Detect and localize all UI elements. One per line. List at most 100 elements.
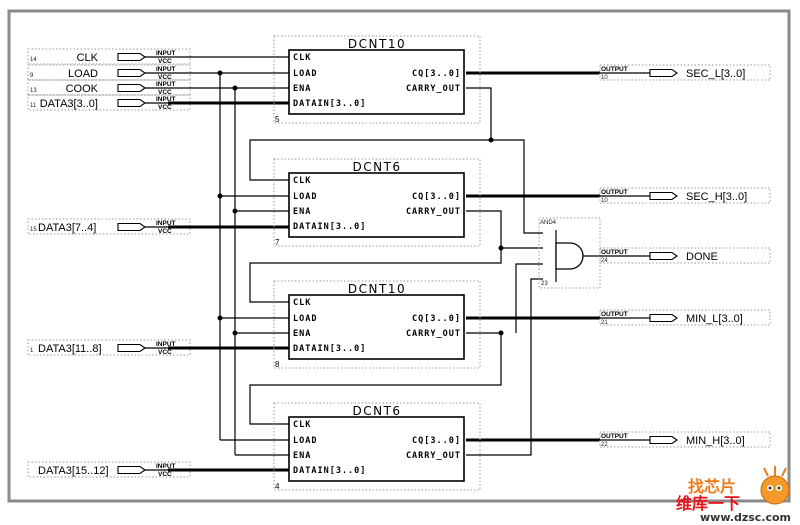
port-out-carryout: CARRY_OUT (406, 207, 461, 217)
port-in-ena: ENA (293, 207, 311, 217)
port-out-cq: CQ[3..0] (412, 69, 461, 79)
input-pin-name: LOAD (68, 68, 98, 80)
port-in-clk: CLK (293, 420, 311, 430)
input-pin-number: 13 (30, 88, 37, 94)
and4-gate: AND4 23 (538, 217, 601, 289)
watermark-line1: 找芯片 (688, 477, 736, 496)
output-pin-icon (649, 191, 678, 201)
input-pin-number: 15 (30, 227, 37, 233)
port-out-cq: CQ[3..0] (412, 192, 461, 202)
junction (232, 330, 238, 336)
output-pin-icon (649, 251, 678, 261)
sheet-border (7, 9, 791, 503)
input-type-label: INPUT (156, 463, 176, 470)
port-in-clk: CLK (293, 298, 311, 308)
and-input-1 (491, 139, 543, 234)
junction (217, 315, 223, 321)
output-pin-number: 10 (601, 75, 608, 81)
input-type-label: INPUT (156, 220, 176, 227)
input-pin-number: 11 (30, 103, 37, 109)
input-pin-icon (117, 465, 146, 475)
block-bounds (273, 402, 481, 491)
output-pin-name: SEC_L[3..0] (686, 68, 745, 80)
port-in-clk: CLK (293, 53, 311, 63)
output-pin-name: MIN_H[3..0] (686, 435, 745, 447)
output-pin-number: 21 (601, 320, 608, 326)
mascot-icon (760, 466, 790, 505)
counter-block-dcnt10[interactable]: DCNT10CLKLOADENADATAIN[3..0]CQ[3..0]CARR… (273, 35, 481, 124)
input-type-label: INPUT (156, 81, 176, 88)
junction (232, 208, 238, 214)
port-out-carryout: CARRY_OUT (406, 84, 461, 94)
block-bounds (273, 158, 481, 247)
counter-block-dcnt6[interactable]: DCNT6CLKLOADENADATAIN[3..0]CQ[3..0]CARRY… (273, 158, 481, 247)
output-pin-icon (649, 435, 678, 445)
port-in-ena: ENA (293, 451, 311, 461)
and4-type-label: AND4 (540, 220, 557, 226)
input-type-label: INPUT (156, 66, 176, 73)
input-pin-name: CLK (77, 52, 99, 64)
block-body (288, 416, 465, 482)
junction (217, 193, 223, 199)
port-in-load: LOAD (293, 69, 317, 79)
carry-chain-1 (249, 87, 492, 181)
input-default-label: VCC (158, 349, 172, 356)
input-type-label: INPUT (156, 96, 176, 103)
block-title: DCNT10 (348, 37, 406, 51)
output-pin[interactable]: OUTPUT 22 MIN_H[3..0] (599, 431, 771, 448)
watermark-line2: 维库一下 (676, 494, 740, 513)
block-title: DCNT6 (352, 160, 401, 174)
input-pin-name: DATA3[15..12] (38, 465, 109, 477)
block-instance-number: 8 (275, 360, 280, 369)
port-out-cq: CQ[3..0] (412, 436, 461, 446)
counter-block-dcnt6[interactable]: DCNT6CLKLOADENADATAIN[3..0]CQ[3..0]CARRY… (273, 402, 481, 491)
block-bounds (273, 280, 481, 369)
carry-chain-3 (249, 332, 502, 425)
input-pin-number: 14 (30, 57, 37, 63)
port-in-datain: DATAIN[3..0] (293, 222, 366, 232)
input-pin-number: 9 (30, 73, 34, 79)
port-in-datain: DATAIN[3..0] (293, 344, 366, 354)
input-pin-name: COOK (66, 83, 99, 95)
input-pin-name: DATA3[7..4] (38, 222, 96, 234)
output-pin-bounds (599, 431, 771, 448)
port-out-carryout: CARRY_OUT (406, 451, 461, 461)
output-pin-bounds (599, 247, 771, 264)
port-out-carryout: CARRY_OUT (406, 329, 461, 339)
input-pin-icon (117, 343, 146, 353)
output-type-label: OUTPUT (601, 189, 628, 196)
block-body (288, 172, 465, 238)
input-default-label: VCC (158, 228, 172, 235)
port-in-load: LOAD (293, 436, 317, 446)
watermark: 找芯片 维库一下 www.dzsc.com (676, 466, 791, 524)
and4-instance-label: 23 (541, 281, 548, 287)
port-out-cq: CQ[3..0] (412, 314, 461, 324)
output-pin-icon (649, 68, 678, 78)
input-pin-icon (117, 98, 146, 108)
watermark-url: www.dzsc.com (700, 511, 791, 524)
output-pin-icon (649, 313, 678, 323)
input-default-label: VCC (158, 104, 172, 111)
output-pin-number: 22 (601, 442, 608, 448)
counter-block-dcnt10[interactable]: DCNT10CLKLOADENADATAIN[3..0]CQ[3..0]CARR… (273, 280, 481, 369)
input-pin-icon (117, 222, 146, 232)
and-input-4 (466, 278, 543, 456)
output-type-label: OUTPUT (601, 433, 628, 440)
block-body (288, 49, 465, 115)
input-pin-icon (117, 52, 146, 62)
input-pin-number: 1 (30, 348, 34, 354)
block-bounds (273, 35, 481, 124)
input-default-label: VCC (158, 89, 172, 96)
output-pin-bounds (599, 309, 771, 326)
